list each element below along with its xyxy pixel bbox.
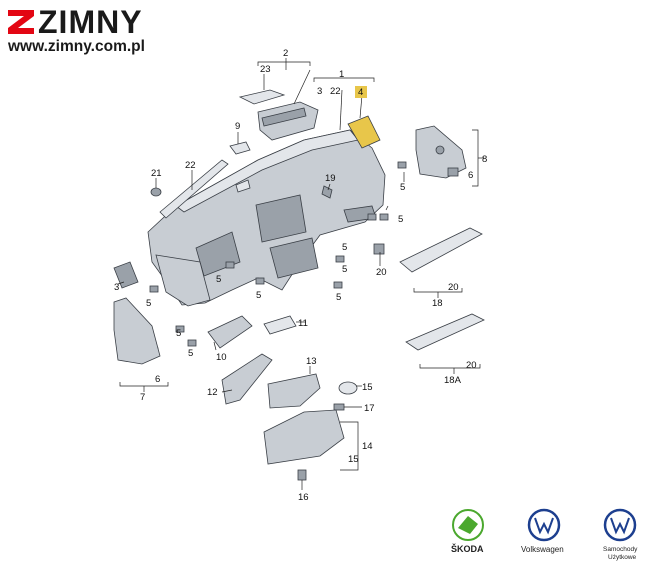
callout-3-top: 3 [317, 86, 322, 97]
cover-12[interactable] [221, 353, 273, 405]
leader-lines [117, 58, 484, 490]
callout-20-b: 20 [448, 282, 459, 293]
airbag-module-vent [261, 107, 307, 127]
callout-23: 23 [260, 64, 271, 75]
callout-6-right: 6 [468, 170, 473, 181]
callout-10: 10 [216, 352, 227, 363]
screw-19[interactable] [321, 185, 333, 199]
brand-name: ZIMNY [38, 4, 143, 40]
lower-cover-14[interactable] [263, 409, 345, 465]
end-panel-7[interactable] [113, 297, 161, 365]
callout-11: 11 [298, 318, 308, 329]
callout-4-highlight [355, 86, 367, 98]
callout-21: 21 [151, 168, 162, 179]
callout-5-d: 5 [342, 264, 347, 275]
callout-5-j: 5 [216, 274, 221, 285]
callout-5-e: 5 [336, 292, 341, 303]
vw-commercial-logo[interactable]: Samochody Użytkowe [603, 508, 639, 561]
trim-11[interactable] [263, 315, 297, 335]
volkswagen-logo[interactable]: Volkswagen [521, 508, 564, 554]
callout-15-b: 15 [348, 454, 359, 465]
callout-15-a: 15 [362, 382, 373, 393]
callout-7: 7 [140, 392, 145, 403]
callout-5-f: 5 [256, 290, 261, 301]
bracket-10[interactable] [207, 315, 253, 349]
callout-22-left: 22 [185, 160, 196, 171]
callout-5-b: 5 [398, 214, 403, 225]
callout-12: 12 [207, 387, 218, 398]
callout-13: 13 [306, 356, 317, 367]
volkswagen-label: Volkswagen [521, 545, 564, 554]
dashboard-body[interactable] [147, 129, 386, 307]
callout-18a: 18A [444, 375, 462, 386]
vw-commercial-emblem-icon [610, 517, 630, 535]
side-panel-hole [435, 145, 445, 155]
vw-commercial-label-line2: Użytkowe [608, 554, 637, 561]
dash-trim-strip-22[interactable] [159, 159, 229, 219]
skoda-logo[interactable]: ŠKODA [451, 509, 484, 554]
screw-17[interactable] [333, 403, 345, 411]
cover-9[interactable] [229, 141, 251, 155]
cover-13[interactable] [267, 373, 321, 409]
highlighted-part-4[interactable] [347, 115, 381, 149]
skoda-arrow-icon [458, 516, 478, 534]
zimny-logo-icon [8, 10, 34, 34]
callout-18: 18 [432, 298, 443, 309]
callout-19: 19 [325, 173, 336, 184]
clip-21[interactable] [150, 187, 162, 197]
callout-14: 14 [362, 441, 373, 452]
callout-5-a: 5 [400, 182, 405, 193]
callout-20-c: 20 [466, 360, 477, 371]
callout-17: 17 [364, 403, 375, 414]
vent-3[interactable] [113, 261, 139, 289]
callout-9: 9 [235, 121, 240, 132]
cover-plate-23[interactable] [238, 89, 286, 105]
callout-1: 1 [339, 69, 344, 80]
vw-commercial-label: Samochody Użytkowe [603, 546, 639, 561]
callout-4: 4 [358, 87, 363, 98]
callout-16: 16 [298, 492, 309, 503]
callout-5-c: 5 [342, 242, 347, 253]
footer-logos: ŠKODA Volkswagen Samochody Użytkowe [451, 508, 639, 561]
bolt-16[interactable] [297, 469, 307, 481]
ring-15[interactable] [338, 381, 358, 395]
vw-commercial-label-line1: Samochody [603, 546, 638, 553]
skoda-label: ŠKODA [451, 543, 484, 554]
vw-emblem-icon [534, 517, 554, 535]
rail-18[interactable] [399, 227, 483, 273]
callout-3-left: 3 [114, 282, 119, 293]
callout-5-g: 5 [146, 298, 151, 309]
callout-2: 2 [283, 48, 288, 59]
screws-5[interactable] [149, 161, 407, 347]
brand-url[interactable]: www.zimny.com.pl [8, 38, 145, 55]
callout-20-a: 20 [376, 267, 387, 278]
connector-20[interactable] [373, 243, 385, 255]
clip-6-right[interactable] [447, 167, 459, 177]
callout-5-h: 5 [176, 328, 181, 339]
rail-18a[interactable] [405, 313, 485, 351]
callout-22-top: 22 [330, 86, 341, 97]
callout-8: 8 [482, 154, 487, 165]
callout-labels: 2 23 1 3 22 4 9 22 21 19 8 6 5 5 5 5 5 5… [114, 48, 487, 503]
callout-6-left: 6 [155, 374, 160, 385]
callout-5-i: 5 [188, 348, 193, 359]
